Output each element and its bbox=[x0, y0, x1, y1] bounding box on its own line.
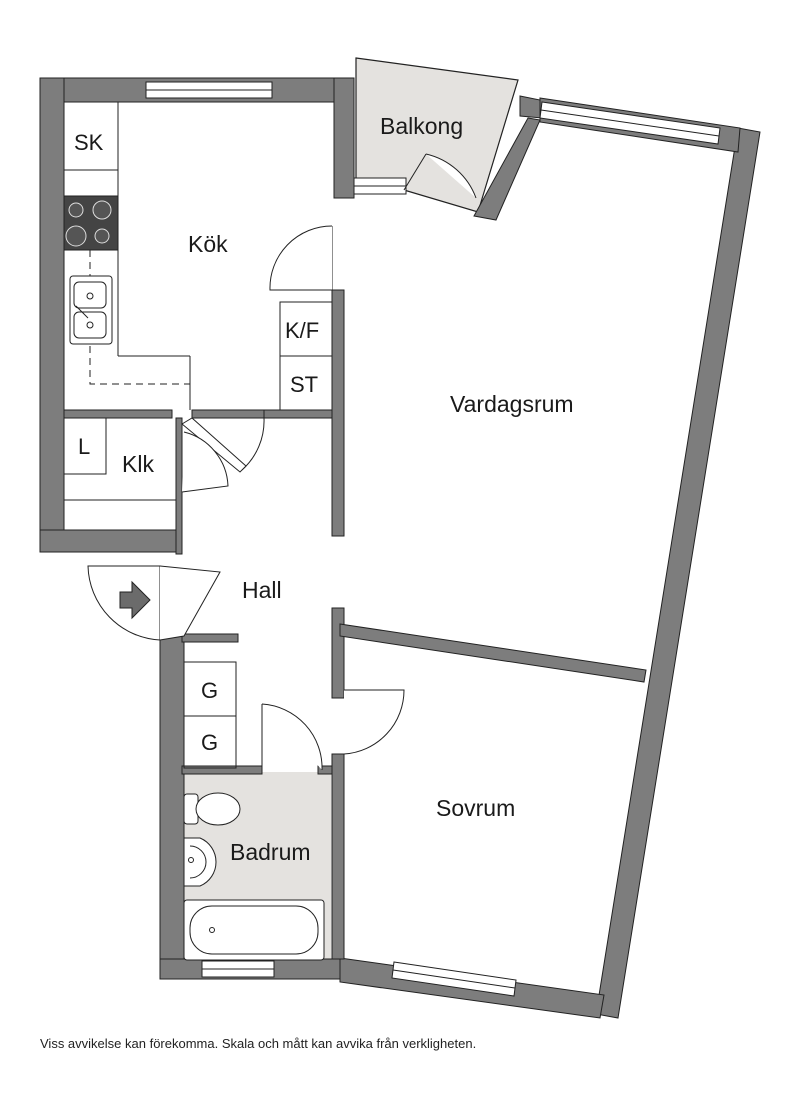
fixture-label-g2: G bbox=[201, 730, 218, 755]
windows bbox=[145, 81, 721, 997]
fixture-label-st: ST bbox=[290, 372, 318, 397]
washbasin-icon bbox=[183, 837, 217, 887]
room-label-sovrum: Sovrum bbox=[436, 795, 515, 821]
stove-icon bbox=[63, 195, 119, 251]
room-label-klk: Klk bbox=[122, 451, 154, 477]
room-label-hall: Hall bbox=[242, 577, 282, 603]
room-label-vardagsrum: Vardagsrum bbox=[450, 391, 574, 417]
interior-walls bbox=[63, 289, 647, 960]
entrance-arrow-icon[interactable] bbox=[119, 580, 151, 620]
bathtub-icon bbox=[183, 899, 325, 961]
room-label-kok: Kök bbox=[188, 231, 228, 257]
sink-icon bbox=[69, 275, 113, 345]
wardrobes bbox=[183, 661, 237, 769]
fixture-label-kf: K/F bbox=[285, 318, 319, 343]
room-label-badrum: Badrum bbox=[230, 839, 311, 865]
disclaimer-text: Viss avvikelse kan förekomma. Skala och … bbox=[40, 1036, 477, 1051]
balcony-floor bbox=[355, 57, 519, 213]
kitchen-fixtures bbox=[63, 101, 333, 501]
exterior-walls bbox=[39, 77, 761, 1019]
toilet-icon bbox=[183, 792, 241, 826]
room-label-balkong: Balkong bbox=[380, 113, 463, 139]
fixture-label-sk: SK bbox=[74, 130, 104, 155]
fixture-label-l: L bbox=[78, 434, 90, 459]
fixture-label-g1: G bbox=[201, 678, 218, 703]
